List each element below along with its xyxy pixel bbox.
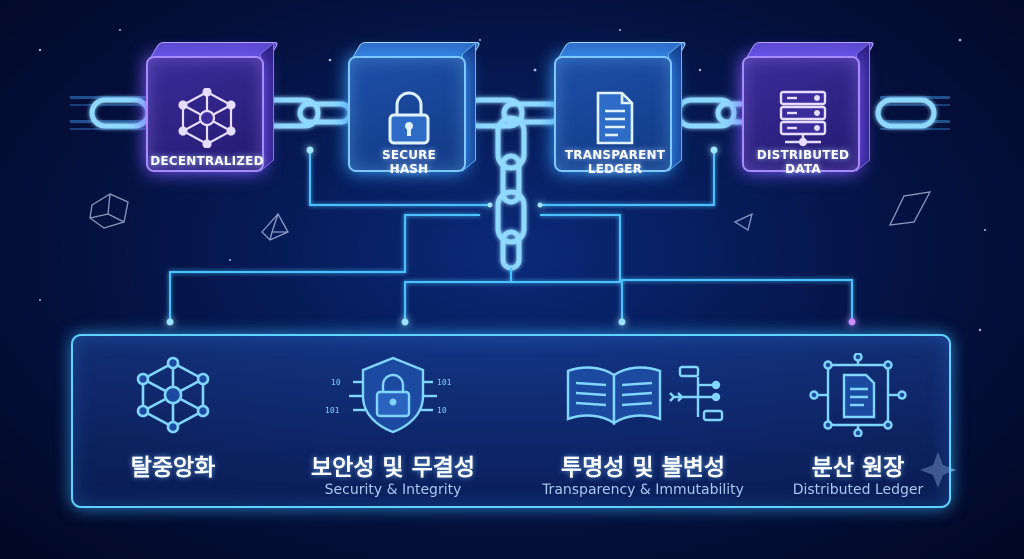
cube-label-line1: TRANSPARENT (564, 148, 666, 162)
cube-label-line2: DATA (785, 162, 821, 176)
feature-title: 분산 원장 (811, 455, 905, 481)
ledger-network-icon (773, 350, 943, 440)
server-icon (744, 88, 862, 148)
chain-link (297, 101, 353, 125)
feature-transparency-immutability: 투명성 및 불변성 Transparency & Immutability (533, 336, 753, 510)
wire-nodes (166, 146, 856, 326)
document-icon (556, 88, 674, 148)
cube-label: DECENTRALIZED (150, 154, 264, 168)
circuit-wires (169, 150, 853, 322)
svg-text:10: 10 (331, 378, 341, 387)
cube-secure-hash: SECURE HASH (348, 42, 482, 176)
network-icon (93, 350, 253, 440)
cube-distributed-data: DISTRIBUTED DATA (742, 42, 876, 176)
padlock-icon (350, 88, 468, 148)
svg-text:101: 101 (325, 406, 340, 415)
cube-label-line1: DISTRIBUTED (756, 148, 850, 162)
feature-subtitle: Distributed Ledger (792, 482, 924, 498)
shield-lock-icon: 10 101 101 10 (293, 350, 493, 440)
chain-vertical (495, 115, 527, 271)
features-panel: 탈중앙화 10 101 101 10 보안성 및 무결성 Security & (71, 334, 951, 508)
feature-title: 보안성 및 무결성 (310, 455, 476, 481)
chain-link (500, 153, 522, 205)
cube-label-line1: SECURE (381, 148, 437, 162)
network-icon (148, 88, 266, 148)
svg-text:10: 10 (437, 406, 447, 415)
chain-link (495, 115, 527, 171)
cube-decentralized: DECENTRALIZED (146, 42, 280, 172)
feature-subtitle: Security & Integrity (324, 482, 462, 498)
feature-distributed-ledger: 분산 원장 Distributed Ledger (773, 336, 943, 510)
chain-link (875, 97, 937, 129)
cube-transparent-ledger: TRANSPARENT LEDGER (554, 42, 688, 176)
open-book-icon (533, 350, 753, 440)
feature-title: 투명성 및 불변성 (560, 455, 726, 481)
chain-link (495, 189, 527, 245)
decor-polyhedra (89, 191, 932, 241)
cube-label-line2: HASH (389, 162, 429, 176)
feature-subtitle: Transparency & Immutability (542, 482, 744, 498)
sparkle-dots (38, 29, 986, 332)
chain-link (500, 229, 522, 271)
feature-decentralization: 탈중앙화 (93, 336, 253, 510)
cube-label-line2: LEDGER (587, 162, 643, 176)
feature-security-integrity: 10 101 101 10 보안성 및 무결성 Security & Integ… (293, 336, 493, 510)
feature-title: 탈중앙화 (130, 455, 216, 481)
svg-text:101: 101 (437, 378, 452, 387)
